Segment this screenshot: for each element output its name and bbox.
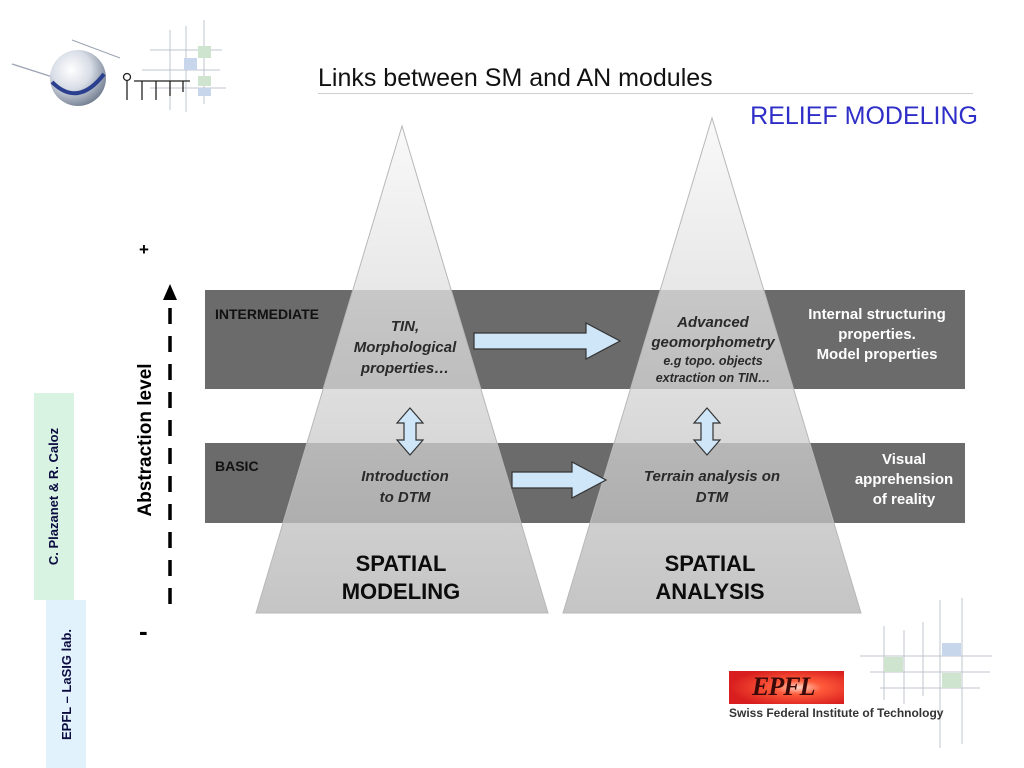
text-line: properties… [360,360,450,377]
lab-label: EPFL – LaSIG lab. [58,628,74,740]
text-line: to DTM [379,489,431,506]
modeling-basic-text: Introduction to DTM [330,466,480,508]
modeling-intermediate-text: TIN, Morphological properties… [330,316,480,379]
modeling-base-label: SPATIAL MODELING [301,550,501,606]
node-line-icon [122,72,190,100]
arrow-updown-analysis [692,407,722,456]
page-title: Links between SM and AN modules [318,64,713,92]
epfl-wordmark: EPFL [752,672,815,701]
text-line: properties. [838,326,916,343]
grid-cell-green [198,76,211,86]
epfl-logo [729,671,844,704]
intermediate-description: Internal structuring properties. Model p… [790,305,964,365]
grid-cell-blue [184,58,197,70]
text-line: SPATIAL [355,551,447,576]
analysis-base-label: SPATIAL ANALYSIS [610,550,810,606]
basic-description: Visual apprehension of reality [842,450,966,510]
grid-icon [860,598,992,748]
text-line: Terrain analysis on [643,468,781,485]
text-line: Advanced [677,314,749,331]
text-line: e.g topo. objects [663,354,763,368]
analysis-intermediate-text: Advanced geomorphometry e.g topo. object… [624,313,802,387]
grid-cell-green [884,657,903,672]
lab-strip: EPFL – LaSIG lab. [46,600,86,768]
text-line: geomorphometry [651,334,775,351]
text-line: TIN, [390,318,420,335]
footer-decoration [860,598,992,748]
grid-cell-green [198,46,211,58]
text-line: ANALYSIS [655,579,765,604]
triangle-spatial-modeling [255,124,549,614]
text-line: DTM [695,489,729,506]
text-line: extraction on TIN… [655,371,771,385]
triangle-spatial-analysis [562,116,862,614]
epfl-caption: Swiss Federal Institute of Technology [729,706,944,720]
grid-cell-blue [198,88,211,96]
text-line: MODELING [341,579,461,604]
header-decoration [11,20,226,112]
authors-strip: C. Plazanet & R. Caloz [34,393,74,600]
page-subtitle: RELIEF MODELING [750,102,978,130]
axis-arrowhead-icon [163,284,177,300]
decoration-line [71,39,121,59]
authors-label: C. Plazanet & R. Caloz [46,427,62,566]
title-underline [318,93,973,94]
arrow-right-basic [511,461,608,499]
text-line: Visual [882,451,926,468]
arrow-right-intermediate [473,322,622,360]
band-label-intermediate: INTERMEDIATE [215,306,319,322]
grid-cell-blue [942,643,961,656]
text-line: Internal structuring [808,306,946,323]
arrow-updown-modeling [395,407,425,456]
band-label-basic: BASIC [215,458,259,474]
axis-label: Abstraction level [135,363,156,517]
text-line: SPATIAL [664,551,756,576]
grid-cell-green [942,673,961,688]
axis-minus-label: - [139,616,148,646]
globe-icon [50,50,106,106]
text-line: Model properties [816,346,938,363]
globe-swoosh [50,72,106,96]
analysis-basic-text: Terrain analysis on DTM [622,466,802,508]
text-line: apprehension [854,471,954,488]
text-line: Morphological [353,339,457,356]
text-line: of reality [872,491,936,508]
axis-plus-label: + [139,240,149,259]
text-line: Introduction [361,468,449,485]
